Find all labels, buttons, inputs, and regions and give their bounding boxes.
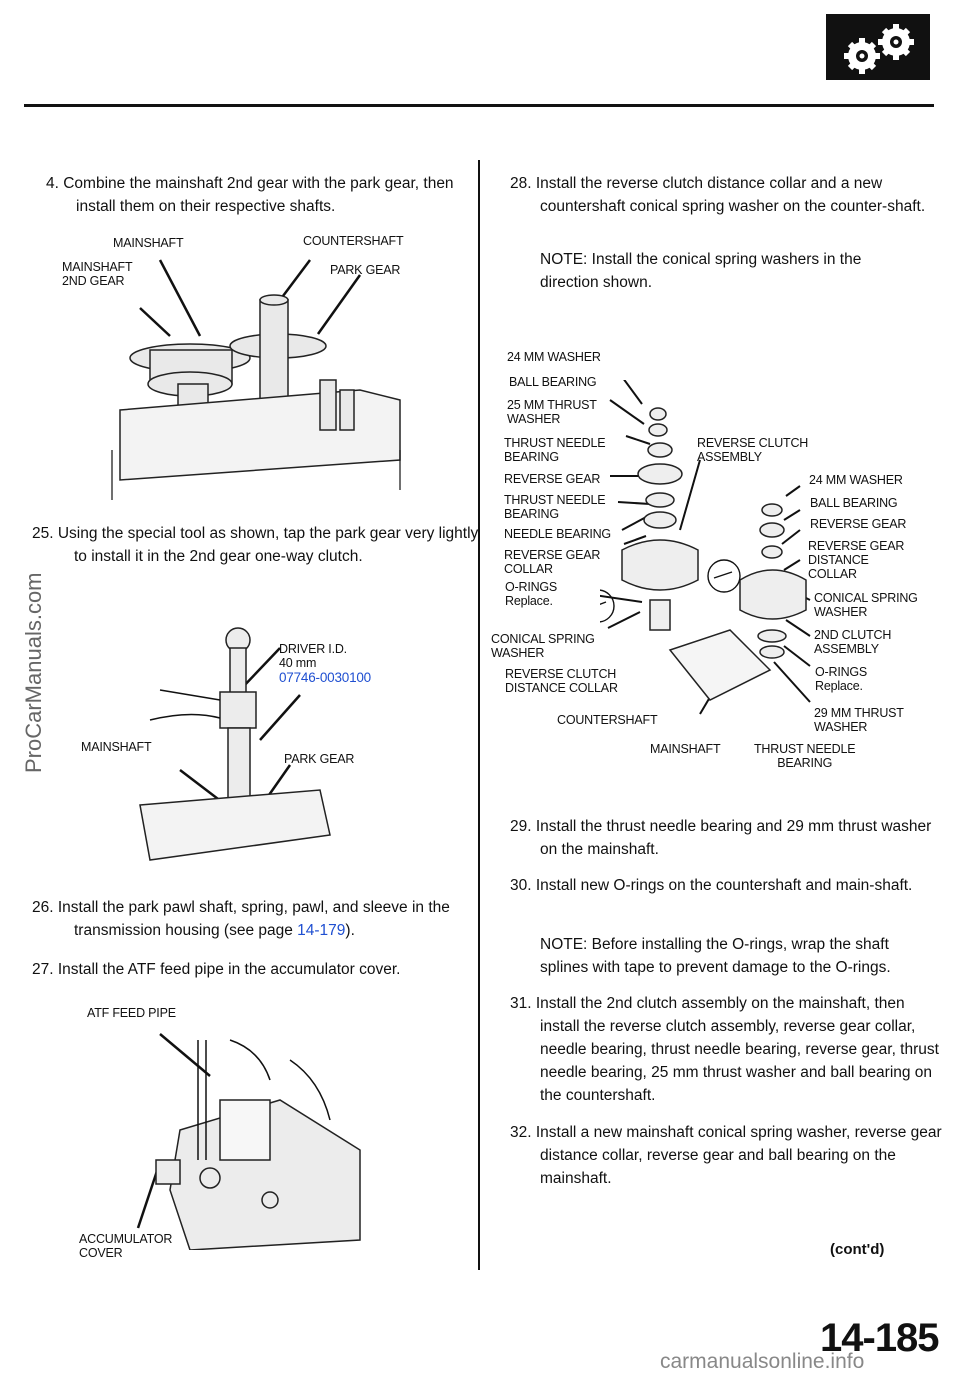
column-divider (478, 160, 480, 1270)
step-26: 26. Install the park pawl shaft, spring,… (32, 899, 450, 939)
note-28: NOTE: Install the conical spring washers… (540, 251, 862, 291)
step-25: 25. Using the special tool as shown, tap… (32, 525, 479, 565)
fig4-exploded-view-illustration (600, 380, 811, 715)
fig1-mainshaft-label: MAINSHAFT (113, 236, 184, 250)
step-28: 28. Install the reverse clutch distance … (510, 175, 926, 215)
fig4-r-ball-bearing-label: BALL BEARING (810, 496, 898, 510)
fig2-mainshaft-label: MAINSHAFT (81, 740, 152, 754)
fig4-ball-bearing-label: BALL BEARING (509, 375, 597, 389)
transmission-gears-icon (826, 14, 930, 80)
fig4-r-reverse-gear-label: REVERSE GEAR (810, 517, 907, 531)
fig4-reverse-gear-label: REVERSE GEAR (504, 472, 601, 486)
page-number: 14-185 (820, 1316, 940, 1360)
watermark: ProCarManuals.com (21, 572, 46, 773)
fig2-park-gear-label: PARK GEAR (284, 752, 355, 766)
step-27: 27. Install the ATF feed pipe in the acc… (32, 961, 401, 978)
fig4-mainshaft-label: MAINSHAFT (650, 742, 721, 756)
fig3-accumulator-illustration (136, 1033, 361, 1250)
fig2-driver-label: DRIVER I.D. 40 mm 07746-0030100 (279, 642, 371, 685)
step-29: 29. Install the thrust needle bearing an… (510, 818, 932, 858)
fig1-gear-illustration (111, 259, 401, 500)
fig4-countershaft-label: COUNTERSHAFT (557, 713, 658, 727)
step-4: 4. Combine the mainshaft 2nd gear with t… (46, 175, 454, 215)
note-30: NOTE: Before installing the O-rings, wra… (540, 936, 891, 976)
fig3-atf-feed-pipe-label: ATF FEED PIPE (87, 1006, 176, 1020)
fig1-park-gear-label: PARK GEAR (330, 263, 401, 277)
fig1-countershaft-label: COUNTERSHAFT (303, 234, 404, 248)
step-32: 32. Install a new mainshaft conical spri… (510, 1124, 942, 1187)
fig4-needle-bearing-label: NEEDLE BEARING (504, 527, 611, 541)
page-link-14-179[interactable]: 14-179 (297, 922, 346, 939)
fig4-24mm-washer-label: 24 mm WASHER (507, 350, 601, 364)
fig4-r-24mm-washer-label: 24 mm WASHER (809, 473, 903, 487)
header-rule (24, 104, 934, 107)
step-31: 31. Install the 2nd clutch assembly on t… (510, 995, 939, 1104)
step-30: 30. Install new O-rings on the countersh… (510, 877, 913, 894)
footer-watermark: carmanualsonline.info (660, 1350, 865, 1373)
continued-label: (cont'd) (830, 1241, 885, 1258)
fig2-driver-illustration (139, 627, 331, 861)
